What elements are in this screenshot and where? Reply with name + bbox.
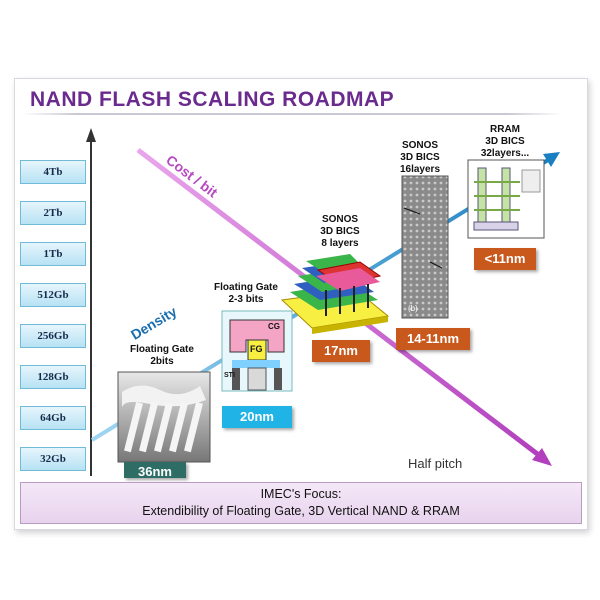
node-caption: SONOS 3D BICS 16layers	[399, 140, 441, 175]
fg-label: FG	[250, 344, 263, 354]
sonos-image-label: (b)	[408, 304, 418, 313]
half-pitch-label: Half pitch	[408, 456, 463, 471]
sti-label: STI	[224, 372, 235, 379]
density-level: 256Gb	[20, 324, 86, 348]
density-level: 1Tb	[20, 242, 86, 266]
cg-label: CG	[268, 322, 280, 331]
y-axis-arrowhead	[86, 128, 96, 142]
pitch-tag-14-11nm: 14-11nm	[396, 328, 470, 350]
node-caption: SONOS 3D BICS 8 layers	[320, 214, 360, 249]
footer-line-2: Extendibility of Floating Gate, 3D Verti…	[142, 504, 460, 518]
node-caption: Floating Gate 2-3 bits	[214, 282, 278, 305]
cost-arrowhead	[532, 448, 552, 466]
pitch-tag-20nm: 20nm	[222, 406, 292, 428]
bics-16layer-image	[401, 175, 449, 319]
density-level: 512Gb	[20, 283, 86, 307]
footer-line-1: IMEC's Focus:	[260, 487, 342, 501]
footer-banner: IMEC's Focus: Extendibility of Floating …	[20, 482, 582, 524]
density-level: 2Tb	[20, 201, 86, 225]
bics-8layer-stack	[280, 254, 390, 334]
fg-2bit-sem-image	[117, 371, 211, 463]
page-title: NAND FLASH SCALING ROADMAP	[30, 88, 395, 111]
node-caption: Floating Gate 2bits	[130, 344, 194, 367]
density-arrowhead	[543, 152, 560, 167]
density-level: 64Gb	[20, 406, 86, 430]
pitch-tag-17nm: 17nm	[312, 340, 370, 362]
pitch-tag-sub-11nm: <11nm	[474, 248, 536, 270]
density-level: 4Tb	[20, 160, 86, 184]
fg-cell-schematic	[221, 310, 293, 392]
rram-3d-image	[467, 159, 545, 239]
density-level: 32Gb	[20, 447, 86, 471]
node-caption: RRAM 3D BICS 32layers...	[480, 124, 530, 159]
pitch-tag-36nm: 36nm	[124, 462, 186, 478]
title-divider	[22, 113, 562, 115]
density-level: 128Gb	[20, 365, 86, 389]
